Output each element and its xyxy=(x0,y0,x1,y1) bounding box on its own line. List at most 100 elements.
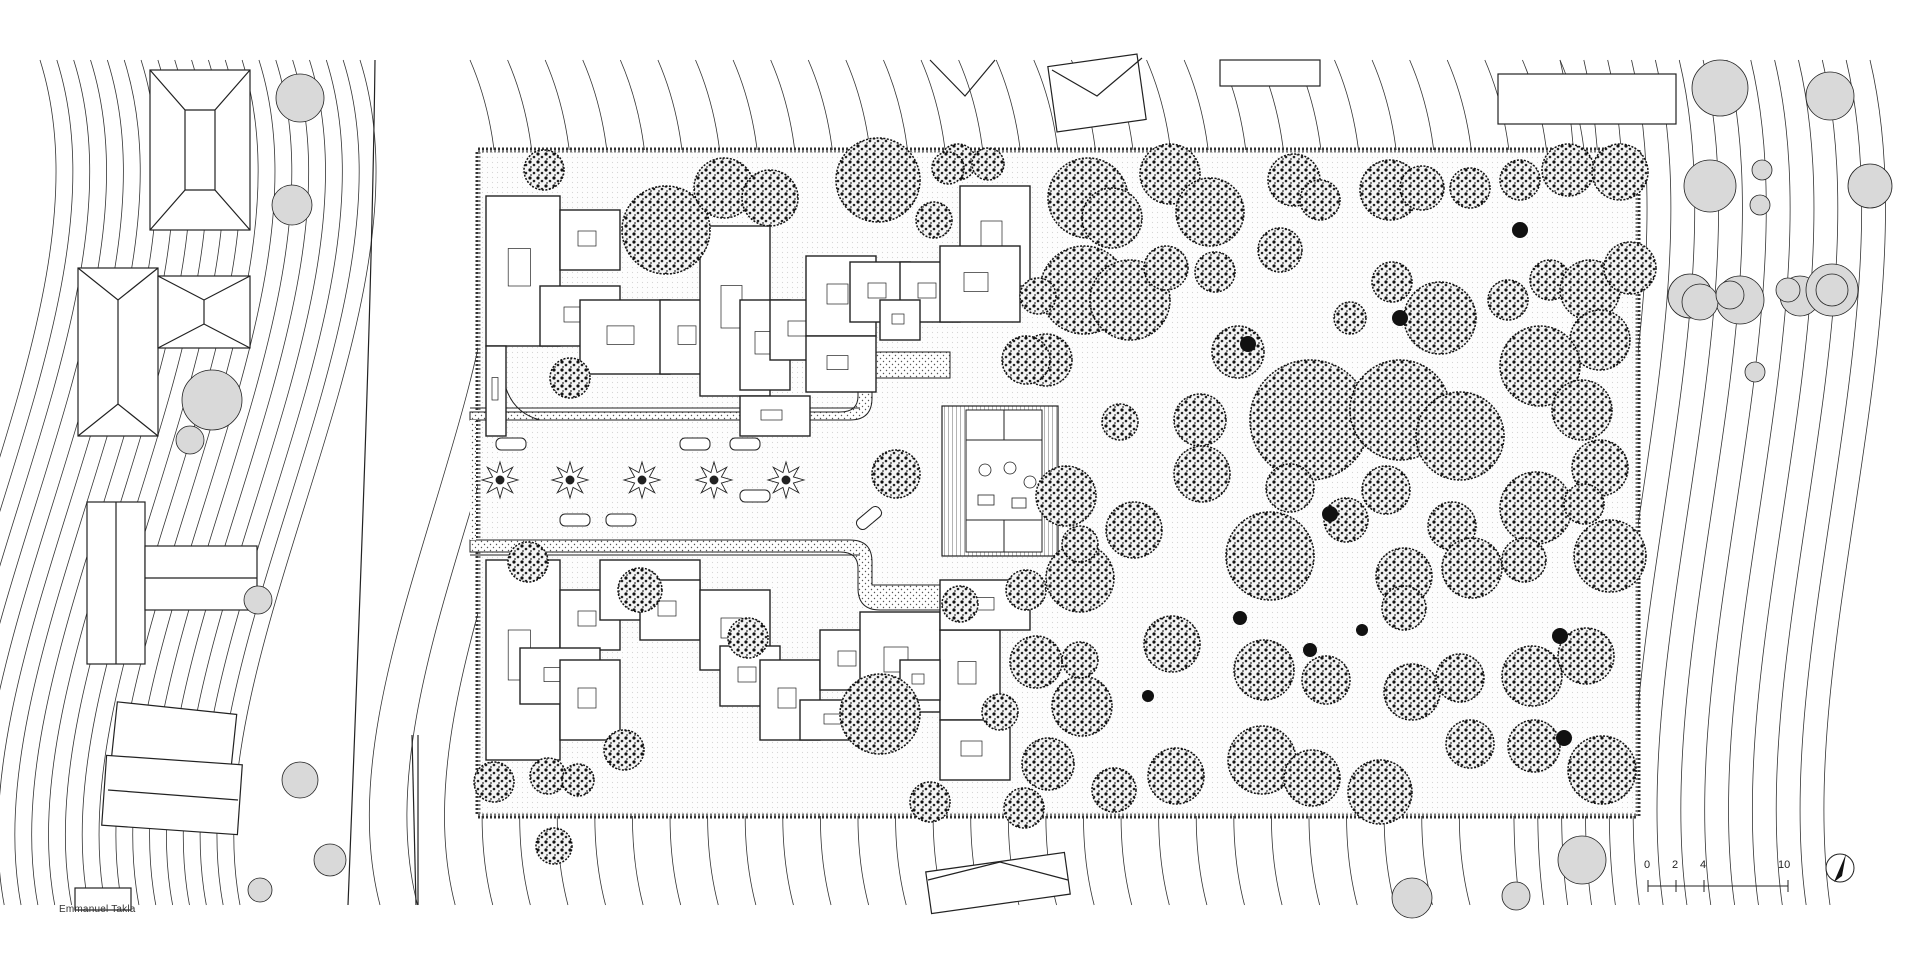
tree-canopy-icon xyxy=(1143,615,1201,673)
tree-canopy-icon xyxy=(1751,159,1773,181)
young-tree-icon xyxy=(1556,730,1572,746)
tree-canopy-icon xyxy=(603,729,645,771)
tree-canopy-icon xyxy=(621,185,711,275)
car-icon xyxy=(495,437,527,451)
tree-canopy-icon xyxy=(535,827,573,865)
tree-canopy-icon xyxy=(1391,59,1893,919)
young-tree-icon xyxy=(1240,336,1256,352)
tree-canopy-icon xyxy=(1143,245,1189,291)
tree-canopy-icon xyxy=(1683,159,1737,213)
tree-canopy-icon xyxy=(1051,675,1113,737)
tree-canopy-icon xyxy=(981,693,1019,731)
tree-canopy-icon xyxy=(529,757,567,795)
tree-canopy-icon xyxy=(1567,735,1637,805)
tree-canopy-icon xyxy=(1499,325,1581,407)
tree-canopy-icon xyxy=(1173,393,1227,447)
tree-canopy-icon xyxy=(1573,519,1647,593)
house-roof-icon xyxy=(101,701,243,836)
tree-canopy-icon xyxy=(271,184,313,226)
tree-canopy-icon xyxy=(1257,227,1303,273)
young-tree-icon xyxy=(1322,506,1338,522)
young-tree-icon xyxy=(1142,690,1154,702)
tree-canopy-icon xyxy=(175,73,347,903)
tree-canopy-icon xyxy=(1371,261,1413,303)
tree-canopy-icon xyxy=(1507,719,1561,773)
tree-canopy-icon xyxy=(1501,645,1563,707)
tree-canopy-icon xyxy=(1333,301,1367,335)
tree-canopy-icon xyxy=(1569,309,1631,371)
tree-canopy-icon xyxy=(1441,537,1503,599)
tree-canopy-icon xyxy=(1211,325,1265,379)
car-icon xyxy=(605,513,637,527)
tree-canopy-icon xyxy=(1449,167,1491,209)
tree-canopy-icon xyxy=(1501,537,1547,583)
tree-canopy-icon xyxy=(313,843,347,877)
road-edge xyxy=(347,59,419,906)
tree-canopy-icon xyxy=(275,73,325,123)
tree-canopy-icon xyxy=(175,425,205,455)
tree-canopy-icon xyxy=(1081,187,1143,249)
tree-canopy-icon xyxy=(1551,379,1613,441)
tree-canopy-icon xyxy=(1427,501,1477,551)
tree-canopy-icon xyxy=(1194,251,1236,293)
tree-canopy-icon xyxy=(839,673,921,755)
tree-canopy-icon xyxy=(1563,483,1605,525)
median-shrubs xyxy=(480,460,806,500)
tree-canopy-icon xyxy=(1233,639,1295,701)
tree-canopy-icon xyxy=(1541,143,1595,197)
tree-canopy-icon xyxy=(507,541,549,583)
tree-canopy-icon xyxy=(281,761,319,799)
tree-canopy-icon xyxy=(1815,273,1849,307)
tree-canopy-icon xyxy=(1105,501,1163,559)
tree-canopy-icon xyxy=(1091,767,1137,813)
tree-canopy-icon xyxy=(1175,177,1245,247)
tree-canopy-icon xyxy=(1035,465,1097,527)
tree-canopy-icon xyxy=(1744,361,1766,383)
tree-canopy-icon xyxy=(549,357,591,399)
tree-canopy-icon xyxy=(1381,585,1427,631)
tree-canopy-icon xyxy=(1403,281,1477,355)
tree-canopy-icon xyxy=(915,201,953,239)
tree-canopy-icon xyxy=(1487,279,1529,321)
tree-canopy-icon xyxy=(727,617,769,659)
author-credit: Emmanuel Takla xyxy=(59,904,136,915)
tree-canopy-icon xyxy=(1019,277,1057,315)
tree-canopy-icon xyxy=(1383,663,1441,721)
tree-canopy-icon xyxy=(523,149,565,191)
tree-canopy-icon xyxy=(1435,653,1485,703)
tree-canopy-icon xyxy=(1557,627,1615,685)
tree-canopy-icon xyxy=(1399,165,1445,211)
young-tree-icon xyxy=(1233,611,1247,625)
tree-canopy-icon xyxy=(971,147,1005,181)
tree-canopy-icon xyxy=(1847,163,1893,209)
tree-canopy-icon xyxy=(1347,759,1413,825)
orchard-trees xyxy=(473,137,1657,865)
scale-label-0: 0 xyxy=(1644,859,1650,871)
neighbour-houses-top xyxy=(74,53,1677,915)
young-tree-icon xyxy=(1552,628,1568,644)
tree-canopy-icon xyxy=(1715,280,1745,310)
tree-canopy-icon xyxy=(1265,463,1315,513)
house-roof-icon xyxy=(86,501,258,665)
tree-canopy-icon xyxy=(909,781,951,823)
car-icon xyxy=(739,489,771,503)
tree-canopy-icon xyxy=(1691,59,1749,117)
tree-canopy-icon xyxy=(1805,71,1855,121)
tree-canopy-icon xyxy=(1005,569,1047,611)
tree-canopy-icon xyxy=(1225,511,1315,601)
scale-label-10: 10 xyxy=(1778,859,1790,871)
tree-canopy-icon xyxy=(1415,391,1505,481)
tree-canopy-icon xyxy=(1603,241,1657,295)
tree-canopy-icon xyxy=(1681,283,1719,321)
young-tree-icon xyxy=(1303,643,1317,657)
tree-canopy-icon xyxy=(1021,737,1075,791)
tree-canopy-icon xyxy=(1557,835,1607,885)
tree-canopy-icon xyxy=(835,137,921,223)
tree-canopy-icon xyxy=(181,369,243,431)
tree-canopy-icon xyxy=(931,151,965,185)
tree-canopy-icon xyxy=(1009,635,1063,689)
tree-canopy-icon xyxy=(1301,655,1351,705)
scale-label-4: 4 xyxy=(1700,859,1706,871)
tree-canopy-icon xyxy=(871,449,921,499)
